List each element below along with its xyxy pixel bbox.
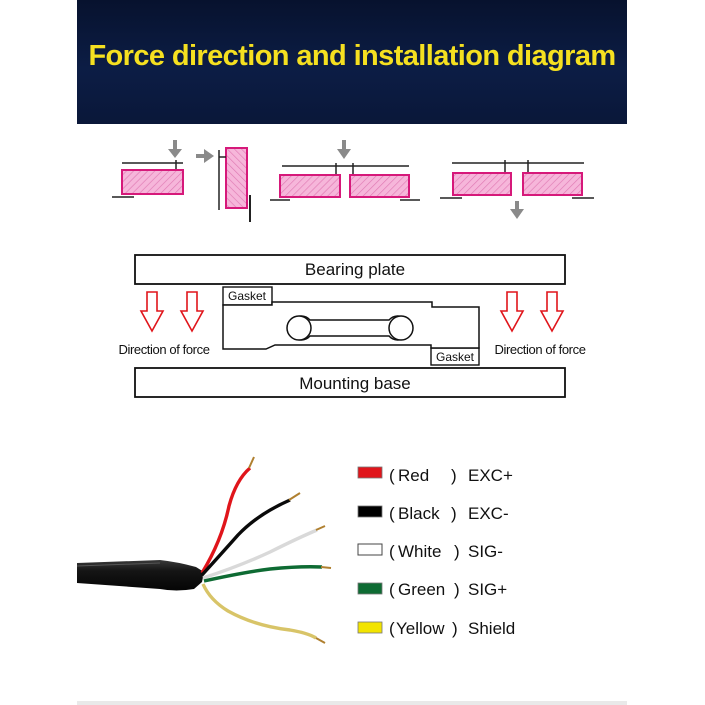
svg-text:Yellow: Yellow [396,619,445,638]
green-swatch [357,582,383,595]
bearing-plate [134,254,566,285]
bottom-divider [77,701,627,705]
svg-text:Green: Green [398,580,445,599]
svg-text:SIG+: SIG+ [468,580,507,599]
black-wire-tip [288,492,301,501]
svg-text:EXC+: EXC+ [468,466,513,485]
force-arrow-icon [539,291,565,333]
white-swatch [357,543,383,556]
black-swatch [357,505,383,518]
svg-text:): ) [451,466,457,485]
legend-item-red: ( Red ) EXC+ [357,466,513,485]
svg-text:(: ( [389,580,395,599]
svg-text:White: White [398,542,441,561]
down-arrow-icon [510,201,524,219]
installation-diagram: Bearing plate Mounting base Gasket Gaske… [118,254,586,398]
yellow-wire [201,583,317,640]
cable-illustration [76,456,332,644]
force-config-3 [270,140,420,201]
svg-text:(: ( [389,504,395,523]
gasket-bottom-label: Gasket [436,350,475,364]
down-arrow-icon [337,140,351,159]
svg-text:(: ( [389,542,395,561]
red-swatch [357,466,383,479]
legend-item-white: ( White ) SIG- [357,542,503,561]
svg-text:): ) [454,580,460,599]
load-cell-hole [286,315,414,341]
wire-legend: ( Red ) EXC+ ( Black ) EXC- ( White ) SI… [357,466,515,638]
svg-text:): ) [454,542,460,561]
svg-text:(: ( [389,619,395,638]
svg-text:SIG-: SIG- [468,542,503,561]
diagram-title: Force direction and installation diagram [88,40,616,72]
force-arrow-icon [179,291,205,333]
legend-item-yellow: ( Yellow ) Shield [357,619,515,638]
legend-item-green: ( Green ) SIG+ [357,580,507,599]
white-wire-tip [315,525,326,531]
force-arrow-icon [499,291,525,333]
force-config-4 [440,160,594,219]
direction-force-right: Direction of force [494,342,585,357]
yellow-wire-tip [315,637,326,644]
force-config-1 [112,140,184,198]
cable-jacket [77,560,204,591]
load-cell-icon [452,172,512,196]
svg-text:EXC-: EXC- [468,504,509,523]
load-cell-icon [349,174,410,198]
load-cell-icon [522,172,583,196]
svg-text:Red: Red [398,466,429,485]
svg-text:(: ( [389,466,395,485]
title-banner: Force direction and installation diagram [77,0,627,124]
svg-text:): ) [452,619,458,638]
force-config-2 [196,147,251,222]
down-arrow-icon [168,140,182,158]
load-cell-icon [121,169,184,195]
direction-force-left: Direction of force [118,342,209,357]
diagram-panel [77,124,627,700]
green-wire [203,565,323,583]
bearing-plate-label: Bearing plate [305,260,405,279]
right-arrow-icon [196,149,214,163]
force-arrow-icon [139,291,165,333]
load-cell-icon [225,147,248,209]
legend-item-black: ( Black ) EXC- [357,504,509,523]
svg-text:Black: Black [398,504,440,523]
red-wire [200,466,252,574]
black-wire [200,498,291,577]
load-cell-icon [279,174,341,198]
mounting-base [134,367,566,398]
svg-text:): ) [451,504,457,523]
svg-text:Shield: Shield [468,619,515,638]
yellow-swatch [357,621,383,634]
red-wire-tip [248,456,255,469]
green-wire-tip [320,566,332,569]
gasket-top-label: Gasket [228,289,267,303]
mounting-base-label: Mounting base [299,374,411,393]
white-wire [202,528,318,580]
